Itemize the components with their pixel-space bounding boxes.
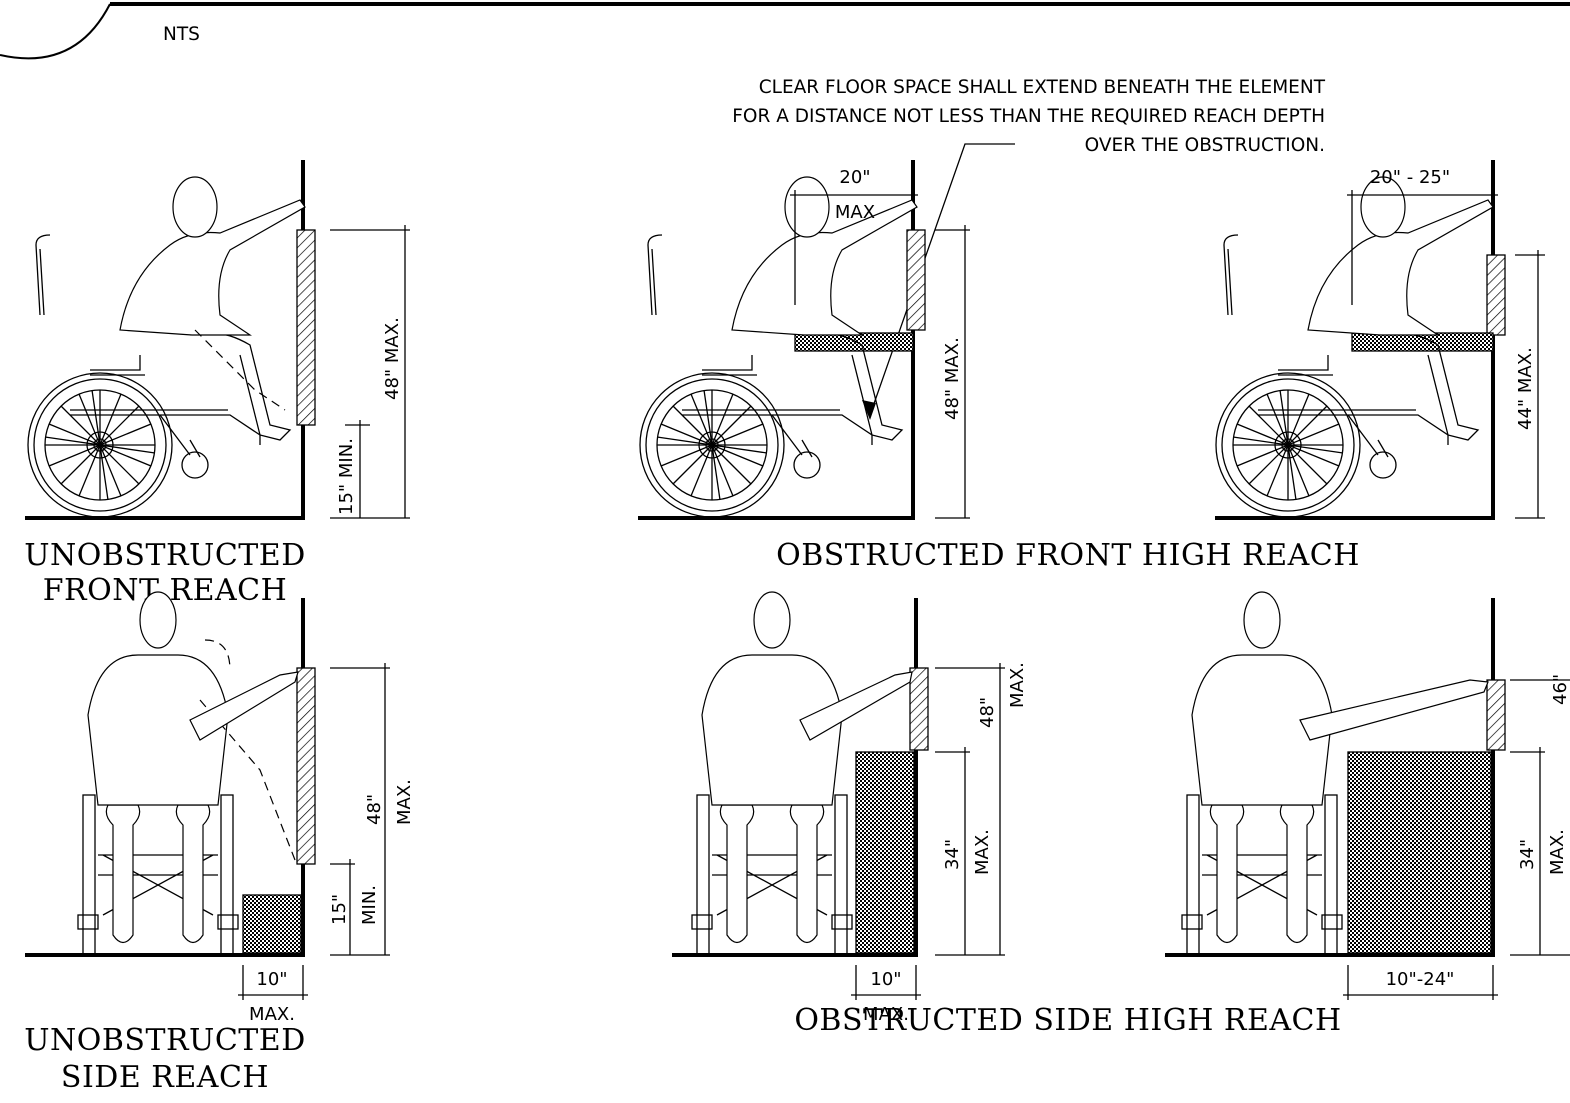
dim-os1-depth-b: MAX. bbox=[863, 1004, 909, 1025]
dim-us-high-b: MAX. bbox=[394, 779, 415, 825]
scale-note: NTS bbox=[163, 24, 200, 45]
obstructed-front-reach-2: 20" - 25" 44" MAX. bbox=[1215, 160, 1545, 520]
counter-obstruction bbox=[794, 332, 914, 352]
obstructed-side-reach-2: 46" 34" MAX. 10"-24" bbox=[1165, 591, 1570, 1000]
title-unobstructed-front-1: UNOBSTRUCTED bbox=[24, 538, 306, 573]
title-obstructed-front: OBSTRUCTED FRONT HIGH REACH bbox=[776, 538, 1360, 573]
dim-us-low-a: 15" bbox=[329, 894, 350, 925]
note-line-3: OVER THE OBSTRUCTION. bbox=[1085, 135, 1325, 156]
dim-os1-high-a: 48" bbox=[977, 697, 998, 728]
unobstructed-side-reach: 48" MAX. 15" MIN. 10" MAX. UNOBSTRUCTED … bbox=[24, 591, 415, 1095]
dim-uf-low: 15" MIN. bbox=[336, 438, 357, 515]
reach-element bbox=[296, 229, 316, 426]
title-unobstructed-side-1: UNOBSTRUCTED bbox=[24, 1023, 306, 1058]
obstructed-side-reach-1: 48" MAX. 34" MAX. 10" MAX. bbox=[672, 591, 1028, 1025]
dim-us-depth-a: 10" bbox=[256, 969, 287, 990]
dim-os1-high-b: MAX. bbox=[1007, 662, 1028, 708]
wheelchair-figure-icon bbox=[27, 176, 306, 518]
note-line-2: FOR A DISTANCE NOT LESS THAN THE REQUIRE… bbox=[732, 106, 1325, 127]
dim-of1-high: 48" MAX. bbox=[942, 337, 963, 420]
dim-us-low-b: MIN. bbox=[359, 885, 380, 925]
dim-of1-depth-b: MAX bbox=[835, 202, 875, 223]
dim-of2-depth: 20" - 25" bbox=[1370, 167, 1450, 188]
wheelchair-figure-icon bbox=[1181, 591, 1343, 956]
dim-of1-depth-a: 20" bbox=[839, 167, 870, 188]
dim-of2-high: 44" MAX. bbox=[1515, 347, 1536, 430]
leader-note: CLEAR FLOOR SPACE SHALL EXTEND BENEATH T… bbox=[732, 77, 1326, 420]
title-obstructed-side: OBSTRUCTED SIDE HIGH REACH bbox=[794, 1003, 1341, 1038]
note-line-1: CLEAR FLOOR SPACE SHALL EXTEND BENEATH T… bbox=[759, 77, 1326, 98]
dim-os2-depth: 10"-24" bbox=[1386, 969, 1455, 990]
unobstructed-front-reach: 48" MAX. 15" MIN. UNOBSTRUCTED FRONT REA… bbox=[24, 160, 410, 608]
dim-us-high-a: 48" bbox=[364, 794, 385, 825]
title-unobstructed-side-2: SIDE REACH bbox=[61, 1060, 269, 1095]
dim-os1-depth-a: 10" bbox=[870, 969, 901, 990]
wheelchair-figure-icon bbox=[77, 591, 239, 956]
dim-os1-low-b: MAX. bbox=[972, 829, 993, 875]
dim-us-depth-b: MAX. bbox=[249, 1004, 295, 1025]
dim-uf-high: 48" MAX. bbox=[382, 317, 403, 400]
dim-os1-low-a: 34" bbox=[942, 839, 963, 870]
dim-os2-low-a: 34" bbox=[1517, 839, 1538, 870]
dim-os2-low-b: MAX. bbox=[1547, 829, 1568, 875]
dim-os2-high-a: 46" bbox=[1550, 674, 1570, 705]
obstructed-front-reach-1: 20" MAX 48" MAX. bbox=[638, 160, 970, 520]
wheelchair-figure-icon bbox=[691, 591, 853, 956]
detail-bubble bbox=[0, 3, 111, 60]
